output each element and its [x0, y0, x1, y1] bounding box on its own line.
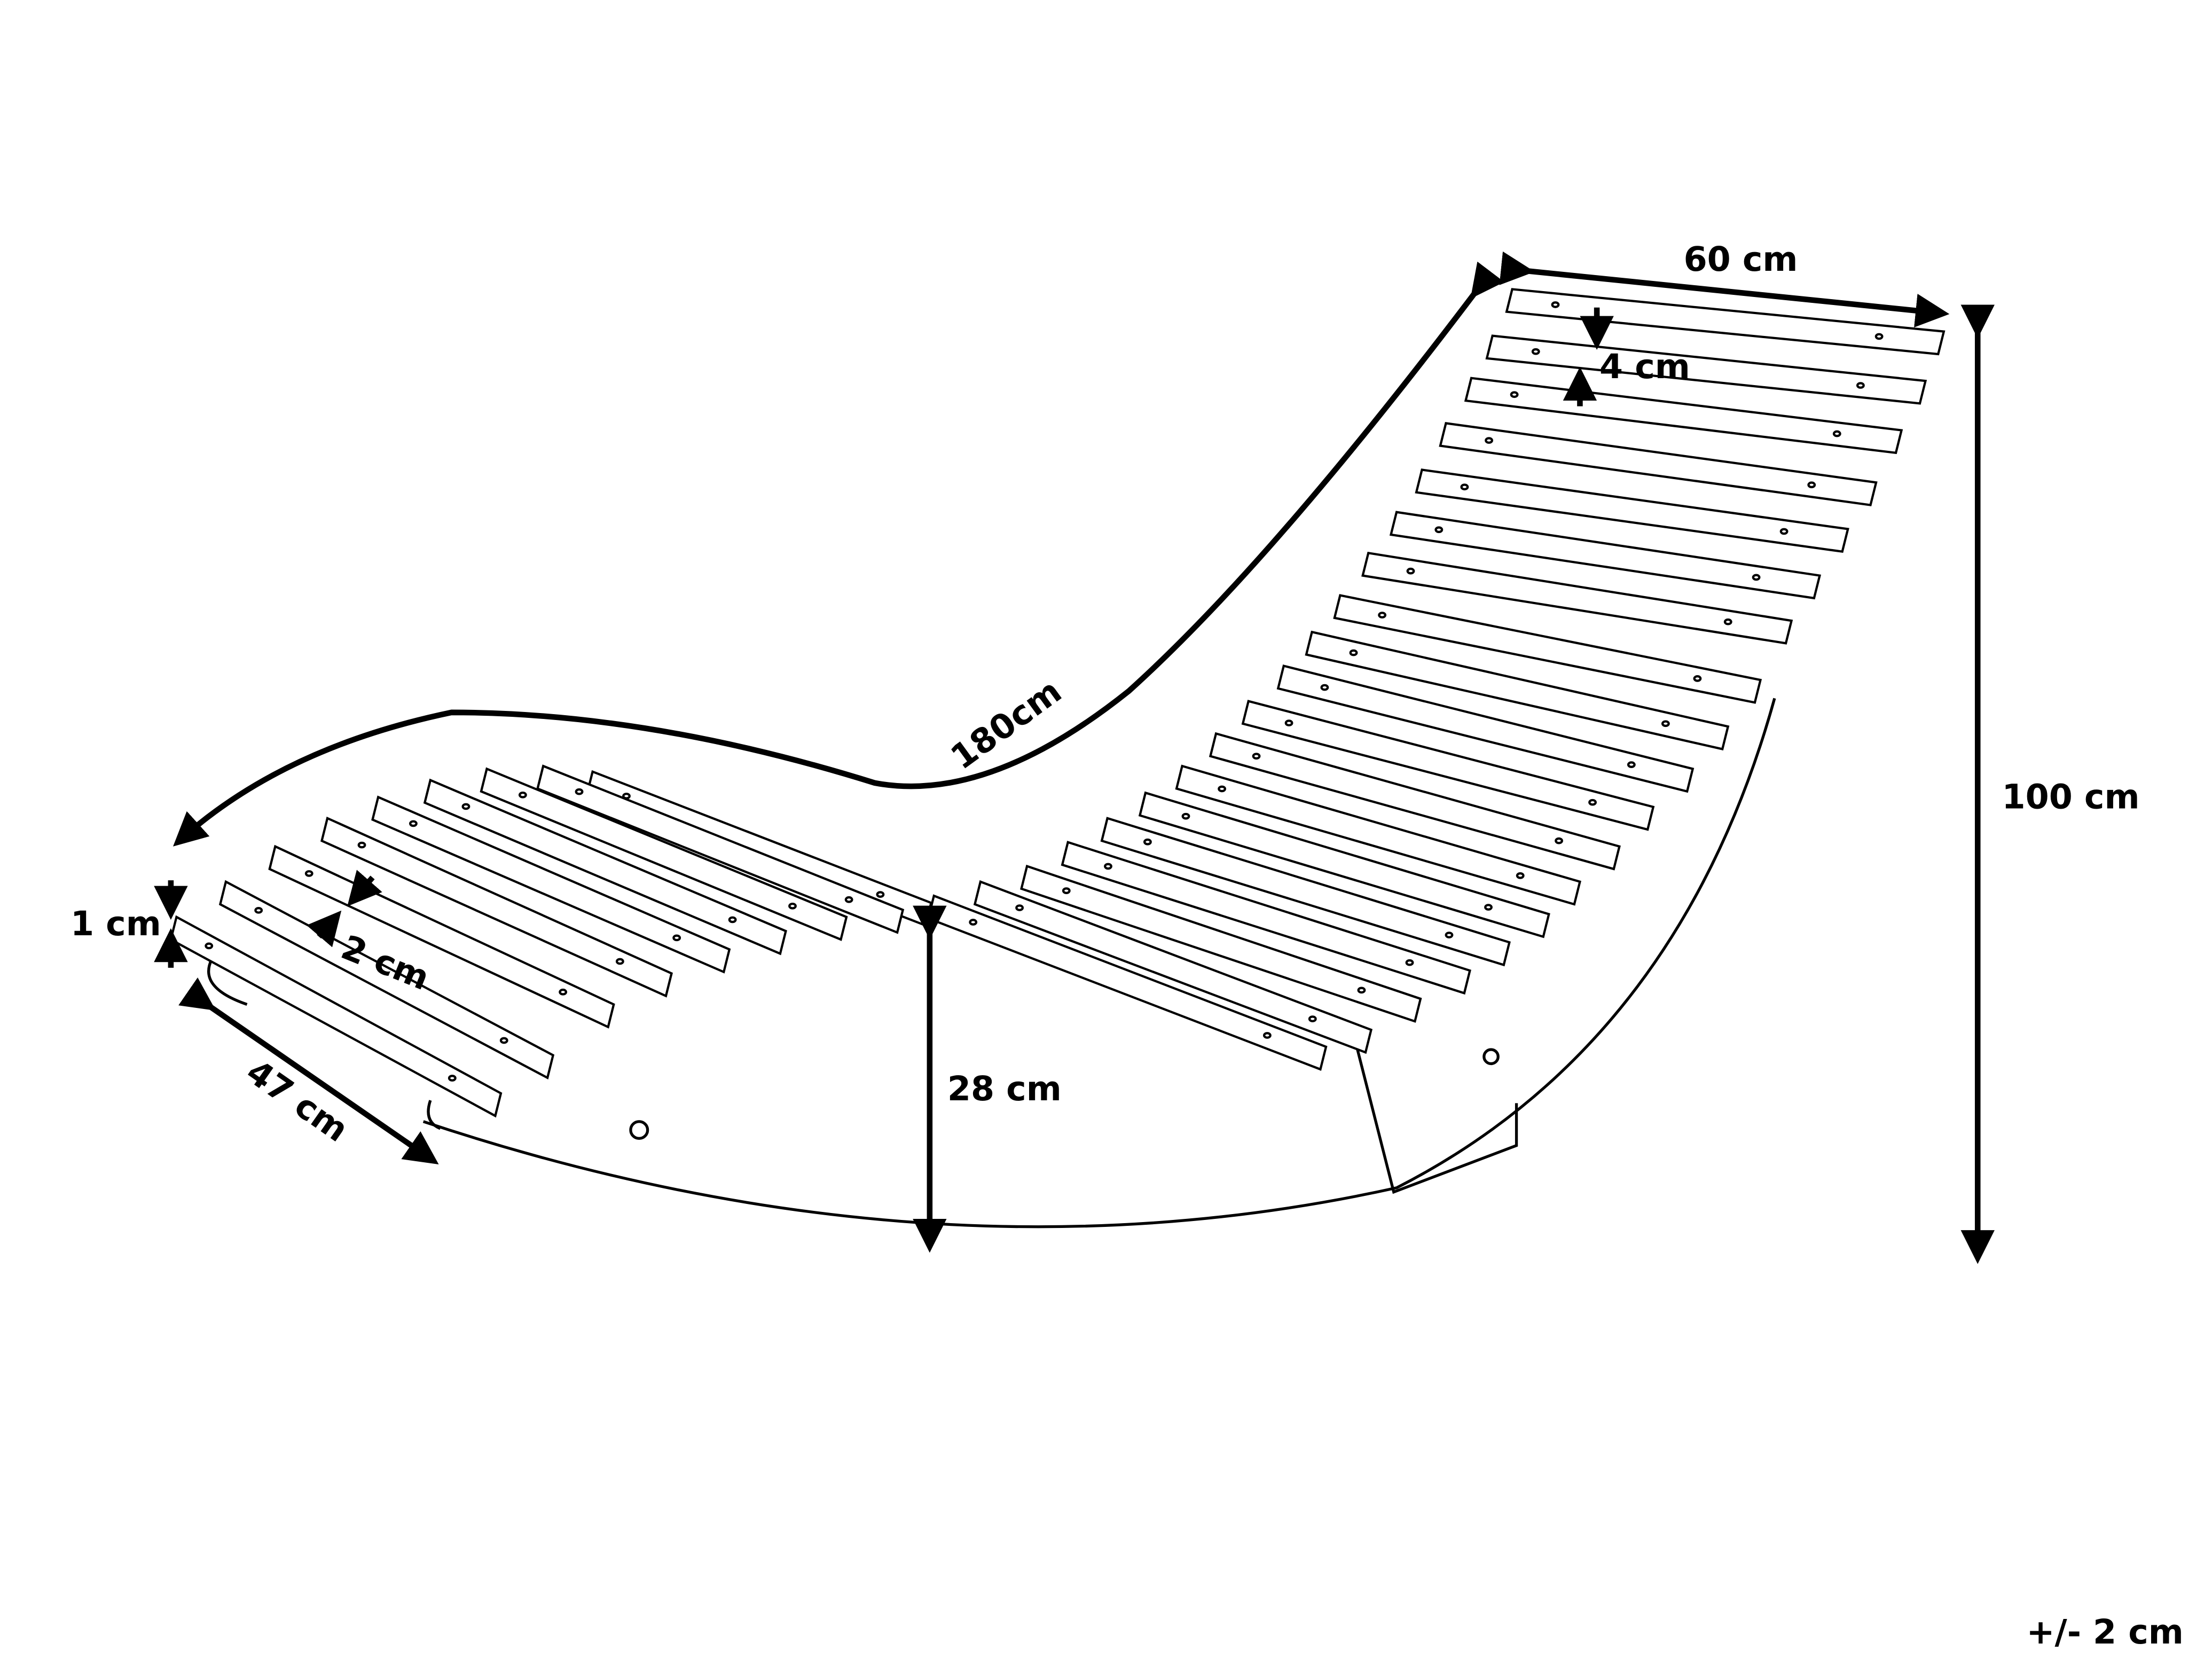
screw-hole: [1485, 437, 1493, 444]
bolt-hole: [629, 1120, 649, 1140]
screw-hole: [1218, 785, 1227, 793]
gap-label: 4 cm: [1599, 347, 1690, 386]
screw-hole: [559, 988, 568, 996]
screw-hole: [1378, 612, 1387, 619]
screw-hole: [1284, 719, 1293, 726]
screw-hole: [409, 820, 418, 827]
bolt-hole: [1482, 1048, 1500, 1066]
screw-hole: [1510, 391, 1519, 398]
screw-hole: [518, 791, 527, 799]
screw-hole: [672, 934, 681, 942]
screw-hole: [788, 902, 797, 910]
screw-hole: [1062, 887, 1071, 894]
screw-hole: [254, 906, 263, 914]
screw-hole: [1104, 863, 1112, 870]
thickness-label: 1 cm: [70, 904, 161, 943]
screw-hole: [1627, 761, 1636, 768]
screw-hole: [1752, 574, 1761, 581]
screw-hole: [1015, 904, 1024, 911]
screw-hole: [1661, 720, 1670, 727]
front-gap-arrow-up: [306, 910, 342, 948]
screw-hole: [1143, 838, 1152, 846]
screw-hole: [1551, 301, 1560, 308]
screw-hole: [1181, 812, 1190, 820]
tolerance-note: +/- 2 cm: [2026, 1612, 2183, 1652]
screw-hole: [1445, 932, 1454, 938]
screw-hole: [1349, 649, 1358, 656]
depth-arrow: [178, 977, 439, 1165]
screw-hole: [1308, 1015, 1317, 1022]
screw-hole: [615, 958, 624, 965]
screw-hole: [1807, 481, 1816, 489]
screw-hole: [1262, 1032, 1272, 1039]
seat-height-label: 28 cm: [947, 1069, 1062, 1108]
screw-hole: [1588, 799, 1597, 806]
screw-hole: [1874, 333, 1884, 340]
screw-hole: [1434, 526, 1444, 534]
screw-hole: [1832, 430, 1841, 437]
screw-hole: [357, 841, 366, 849]
screw-hole: [1484, 904, 1493, 911]
slat: [1061, 841, 1471, 995]
screw-hole: [304, 870, 313, 877]
screw-hole: [1693, 675, 1702, 682]
screw-hole: [844, 896, 853, 903]
length-arrow: [173, 261, 1504, 847]
screw-hole: [1779, 528, 1789, 535]
lounger-side-edge: [1353, 1036, 1518, 1194]
screw-hole: [461, 803, 470, 810]
screw-hole: [876, 891, 885, 898]
screw-hole: [1516, 872, 1525, 879]
screw-hole: [969, 919, 978, 926]
screw-hole: [1723, 618, 1732, 625]
screw-hole: [1357, 987, 1366, 994]
length-label: 180cm: [944, 671, 1069, 777]
slat: [973, 880, 1373, 1054]
screw-hole: [575, 788, 584, 795]
screw-hole: [205, 942, 214, 950]
screw-hole: [1856, 382, 1865, 389]
screw-hole: [1460, 483, 1469, 491]
screw-hole: [448, 1075, 457, 1082]
screw-hole: [499, 1037, 508, 1044]
lounger-base-curve: [422, 698, 1776, 1228]
screw-hole: [1252, 753, 1261, 760]
screw-hole: [1405, 959, 1414, 966]
screw-hole: [1531, 348, 1540, 355]
width-arrow: [1499, 251, 1950, 328]
height-label: 100 cm: [2002, 777, 2140, 816]
front-gap-arrow-down: [347, 870, 382, 906]
screw-hole: [728, 916, 737, 924]
width-label: 60 cm: [1684, 239, 1798, 279]
screw-hole: [1320, 684, 1329, 691]
screw-hole: [1555, 837, 1563, 844]
slat: [1020, 864, 1422, 1023]
screw-hole: [1406, 567, 1415, 575]
